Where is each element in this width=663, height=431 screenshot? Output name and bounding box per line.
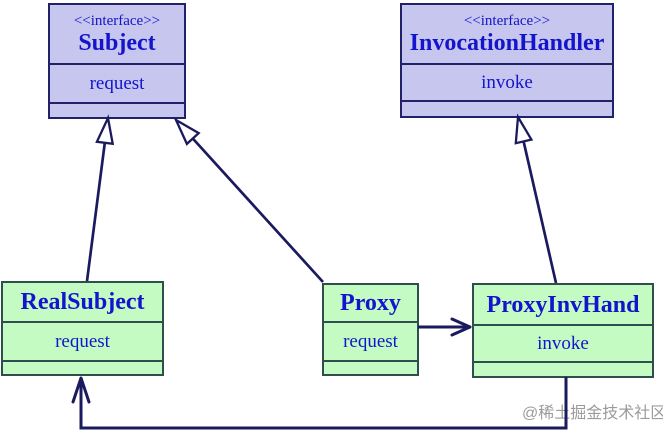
invocation-handler-name: InvocationHandler [409, 29, 605, 56]
edge-realsubject-to-subject-realization-arrow [85, 114, 115, 282]
proxy-title-section: Proxy [324, 285, 417, 321]
real-subject-empty-section [3, 360, 162, 374]
proxy-inv-hand-name: ProxyInvHand [486, 291, 640, 318]
real-subject-title-section: RealSubject [3, 283, 162, 321]
invocation-handler-title-section: <<interface>> InvocationHandler [402, 5, 612, 63]
real-subject-method: request [3, 321, 162, 360]
class-box-invocation-handler: <<interface>> InvocationHandler invoke [400, 3, 614, 118]
edge-proxyinvhand-to-realsubject-association-arrow [71, 376, 568, 430]
subject-empty-section [50, 102, 184, 117]
subject-method: request [50, 63, 184, 102]
watermark: @稀土掘金技术社区 [522, 405, 663, 422]
invocation-handler-empty-section [402, 100, 612, 116]
class-box-proxy-inv-hand: ProxyInvHand invoke [472, 283, 654, 378]
subject-stereotype: <<interface>> [73, 12, 161, 29]
proxy-method: request [324, 321, 417, 360]
class-box-real-subject: RealSubject request [1, 281, 164, 376]
edge-proxyinvhand-to-invocationhandler-realization-arrow [514, 113, 558, 284]
class-box-proxy: Proxy request [322, 283, 419, 376]
proxy-empty-section [324, 360, 417, 374]
proxy-inv-hand-method: invoke [474, 324, 652, 361]
proxy-inv-hand-title-section: ProxyInvHand [474, 285, 652, 324]
real-subject-name: RealSubject [20, 289, 145, 315]
subject-title-section: <<interface>> Subject [50, 5, 184, 63]
proxy-name: Proxy [340, 290, 401, 316]
class-box-subject: <<interface>> Subject request [48, 3, 186, 119]
edge-proxy-to-proxyinvhand-association-arrow [418, 317, 472, 337]
proxy-inv-hand-empty-section [474, 361, 652, 376]
invocation-handler-method: invoke [402, 63, 612, 100]
edge-proxy-to-subject-realization-arrow [173, 117, 324, 283]
invocation-handler-stereotype: <<interface>> [463, 12, 551, 29]
subject-name: Subject [78, 29, 156, 56]
